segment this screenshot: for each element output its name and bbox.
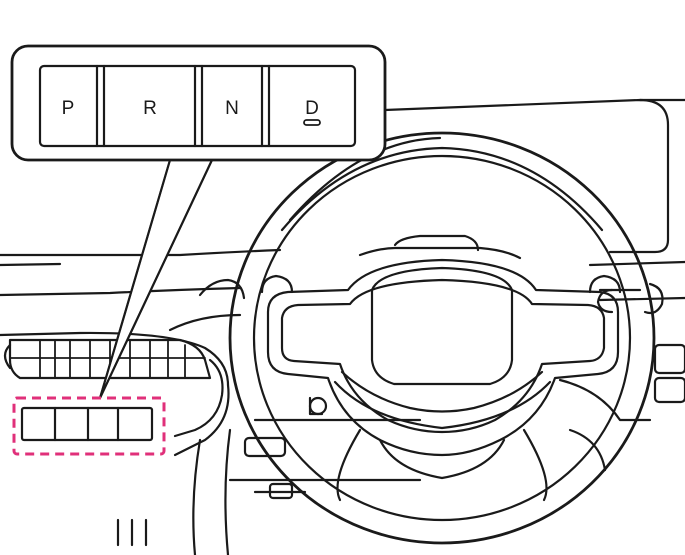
gear-selector-buttons bbox=[20, 406, 154, 442]
gear-label-p: P bbox=[62, 98, 75, 119]
steering-wheel bbox=[228, 131, 656, 545]
gear-label-n: N bbox=[225, 98, 239, 119]
gear-selector-highlight bbox=[12, 396, 166, 456]
gear-label-d: D bbox=[305, 98, 319, 119]
gear-label-r: R bbox=[143, 98, 157, 119]
dashboard-lines bbox=[0, 98, 685, 555]
left-vent bbox=[8, 338, 212, 380]
drive-indicator-icon bbox=[303, 119, 321, 126]
gear-selector-callout: P R N D bbox=[10, 44, 387, 162]
callout-pointer bbox=[98, 158, 214, 400]
